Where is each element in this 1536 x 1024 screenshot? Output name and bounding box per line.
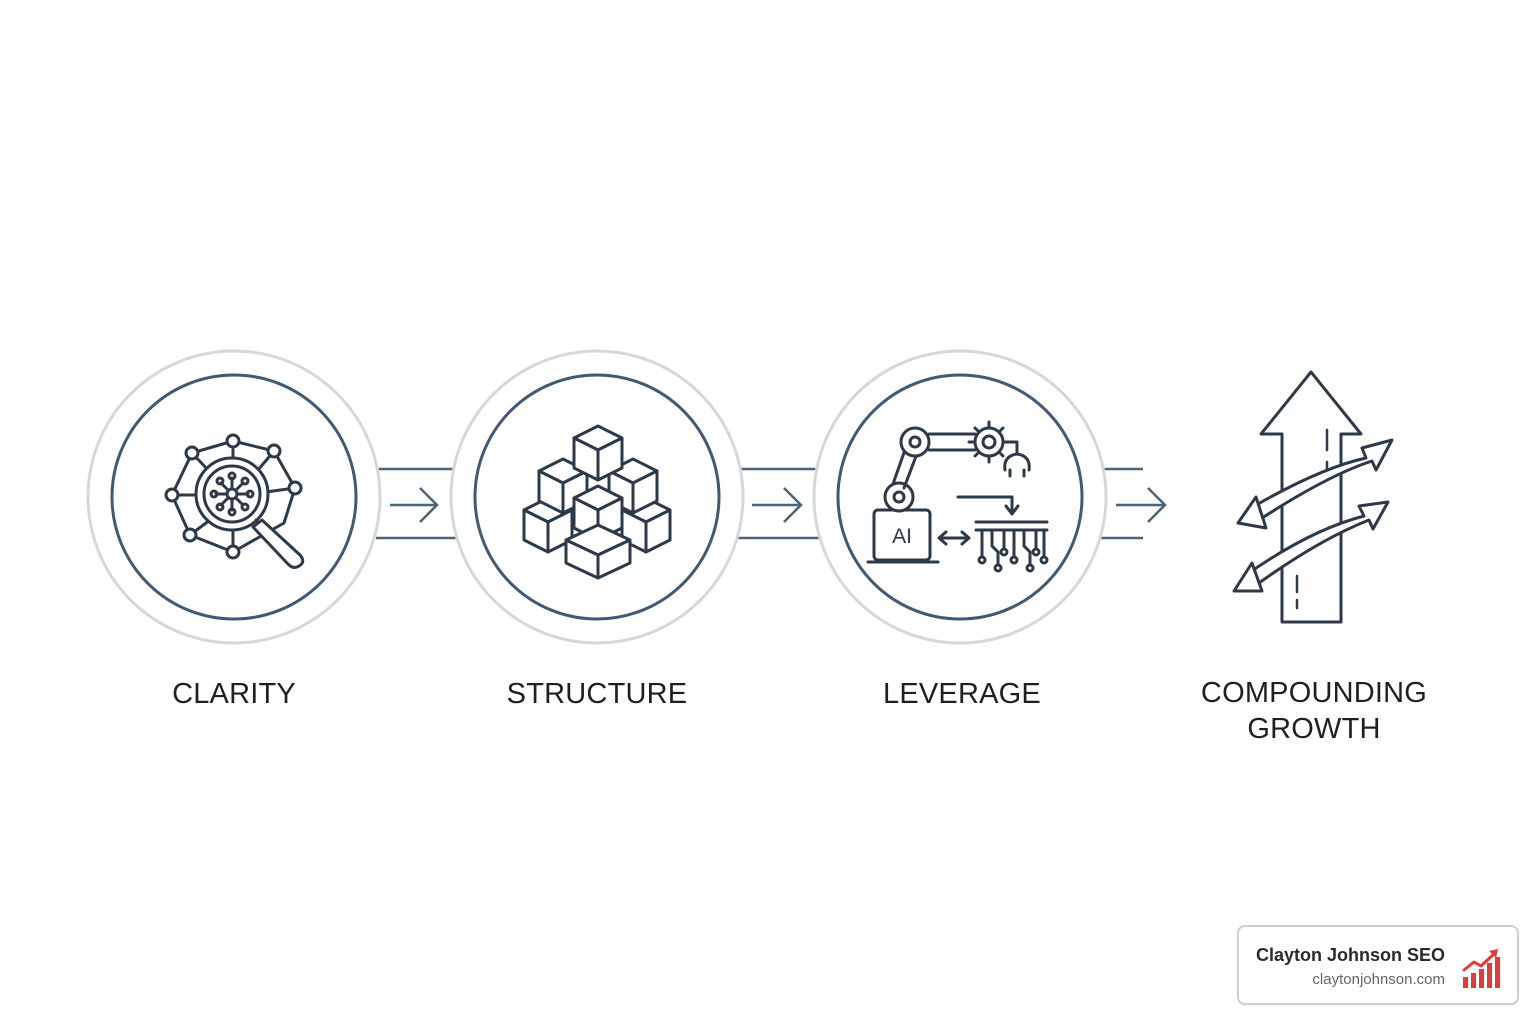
connector-3 [1101,467,1167,540]
step-label-line: COMPOUNDING [1200,677,1428,709]
connectors [376,467,1167,540]
step-label-leverage: LEVERAGE [883,678,1041,710]
magnifier-network-icon [164,433,305,569]
arrow-right-icon [390,487,439,523]
brand-name: Clayton Johnson SEO [1255,945,1445,965]
step-label-line: GROWTH [1247,713,1381,745]
robot-arm-ai-icon: AI [866,420,1049,573]
brand-url[interactable]: claytonjohnson.com [1312,971,1445,988]
brand-badge[interactable]: Clayton Johnson SEO claytonjohnson.com [1237,925,1519,1005]
rising-bar-chart-icon [1462,949,1500,988]
arrow-right-icon [1116,487,1167,523]
step-label-compounding-growth: COMPOUNDING GROWTH [1201,675,1427,747]
step-label-clarity: CLARITY [172,678,296,710]
arrow-right-icon [752,487,803,523]
step-label-structure: STRUCTURE [506,678,688,710]
ai-badge-text: AI [892,525,912,548]
stacked-cubes-icon [522,424,672,580]
upward-arrow-spiral-icon [1232,370,1394,624]
